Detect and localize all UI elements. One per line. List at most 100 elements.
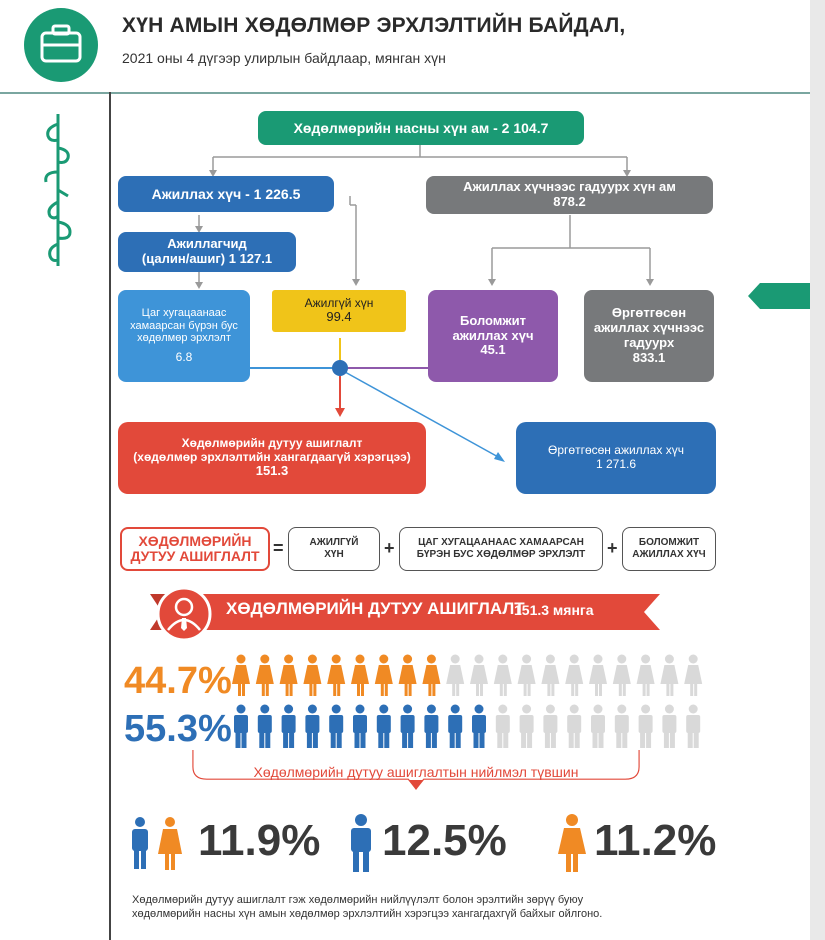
male-pictogram-empty — [567, 704, 582, 748]
female-pictogram-filled — [398, 654, 417, 696]
male-pictogram-filled — [257, 704, 272, 748]
female-pictogram-filled — [351, 654, 369, 696]
female-share-pct: 44.7% — [124, 660, 232, 702]
formula-t3-line1: БОЛОМЖИТ — [638, 537, 700, 548]
footnote-line1: Хөдөлмөрийн дутуу ашиглалт гэж хөдөлмөри… — [132, 894, 584, 906]
tru-line2: хамаарсан бүрэн бус — [130, 319, 238, 332]
page-title: ХҮН АМЫН ХӨДӨЛМӨР ЭРХЛЭЛТИЙН БАЙДАЛ, — [122, 14, 626, 37]
female-pictogram-empty — [660, 654, 679, 696]
male-pictogram-empty — [638, 704, 653, 748]
footnote-line2: хөдөлмөрийн насны хүн амын хөдөлмөр эрхл… — [132, 908, 603, 921]
tru-line3: хөдөлмөр эрхлэлт — [137, 332, 231, 345]
outside-ext-line1: Өргөтгөсөн — [611, 305, 687, 321]
formula-t1-line2: ХҮН — [324, 549, 344, 560]
female-pictogram-filled — [255, 654, 274, 696]
unemployed-label: Ажилгүй хүн — [304, 295, 374, 310]
outside-labor-force-box: Ажиллах хүчнээс гадуурх хүн ам 878.2 — [426, 176, 713, 214]
female-pictogram-empty — [541, 654, 560, 696]
male-pictogram-empty — [495, 704, 510, 748]
formula-t1-line1: АЖИЛГҮЙ — [309, 537, 359, 548]
outside-extended-labor-force-box: Өргөтгөсөн ажиллах хүчнээс гадуурх 833.1 — [584, 290, 714, 382]
mongolian-script-title — [44, 114, 72, 266]
underutil-line1: Хөдөлмөрийн дутуу ашиглалт — [181, 435, 363, 450]
outside-ext-line2: ажиллах хүчнээс — [593, 320, 705, 336]
unemployed-box: Ажилгүй хүн 99.4 — [272, 290, 406, 332]
female-pictogram-filled — [279, 654, 298, 696]
unemployed-value: 99.4 — [326, 309, 352, 325]
banner-value: 151.3 мянга — [514, 602, 594, 618]
female-pictogram-empty — [493, 654, 512, 696]
potential-line2: ажиллах хүч — [452, 327, 534, 343]
extended-labor-force-box: Өргөтгөсөн ажиллах хүч 1 271.6 — [516, 422, 716, 494]
male-pictogram-filled — [424, 704, 439, 748]
male-pictogram-empty — [662, 704, 677, 748]
formula-t2-line1: ЦАГ ХУГАЦААНААС ХАМААРСАН — [418, 537, 584, 548]
male-pictogram-filled — [376, 704, 391, 748]
male-pictogram-filled — [329, 704, 344, 748]
page-subtitle: 2021 оны 4 дүгээр улирлын байдлаар, мянг… — [122, 50, 446, 66]
female-pictogram-empty — [612, 654, 631, 696]
female-pictogram-empty — [565, 654, 584, 696]
male-pictogram-empty — [543, 704, 558, 748]
banner-title: ХӨДӨЛМӨРИЙН ДУТУУ АШИГЛАЛТ — [226, 599, 525, 618]
formula-lhs: ХӨДӨЛМӨРИЙН ДУТУУ АШИГЛАЛТ — [120, 527, 270, 571]
male-pictogram-filled — [400, 704, 415, 748]
male-pictogram-empty — [614, 704, 629, 748]
female-pictogram-filled — [303, 654, 322, 696]
female-pictogram-filled — [422, 654, 441, 696]
extended-line1: Өргөтгөсөн ажиллах хүч — [548, 443, 684, 458]
underutil-line2: (хөдөлмөр эрхлэлтийн хангагдаагүй хэрэгц… — [133, 449, 411, 464]
time-related-underemployment-box: Цаг хугацаанаас хамаарсан бүрэн бус хөдө… — [118, 290, 250, 382]
equals-sign: = — [273, 538, 284, 558]
employed-line1: Ажиллагчид — [167, 236, 247, 252]
working-age-label: Хөдөлмөрийн насны хүн ам - 2 104.7 — [293, 119, 549, 136]
potential-value: 45.1 — [480, 342, 506, 358]
rate-label: Хөдөлмөрийн дутуу ашиглалтын нийлмэл түв… — [253, 764, 579, 780]
formula-t2-line2: БҮРЭН БУС ХӨДӨЛМӨР ЭРХЛЭЛТ — [416, 549, 586, 560]
female-pictogram-filled — [327, 654, 346, 696]
male-pictogram-empty — [519, 704, 534, 748]
male-pictogram-filled — [353, 704, 367, 748]
plus-sign-2: + — [607, 538, 618, 558]
formula-lhs-line1: ХӨДӨЛМӨРИЙН — [138, 533, 252, 550]
formula-lhs-line2: ДУТУУ АШИГЛАЛТ — [130, 548, 260, 564]
labor-force-label: Ажиллах хүч - 1 226.5 — [151, 185, 301, 202]
formula-term-potential: БОЛОМЖИТ АЖИЛЛАХ ХҮЧ — [622, 527, 716, 571]
potential-labor-force-box: Боломжит ажиллах хүч 45.1 — [428, 290, 558, 382]
footnote: Хөдөлмөрийн дутуу ашиглалт гэж хөдөлмөри… — [132, 893, 602, 922]
stat-female: 11.2% — [594, 816, 717, 865]
female-pictogram-empty — [684, 654, 703, 696]
outside-ext-line3: гадуурх — [623, 335, 675, 350]
person-icon — [156, 586, 212, 642]
stat-total: 11.9% — [198, 816, 321, 865]
formula-term-time-related: ЦАГ ХУГАЦААНААС ХАМААРСАН БҮРЭН БУС ХӨДӨ… — [399, 527, 603, 571]
female-pictogram-empty — [446, 654, 465, 696]
extended-value: 1 271.6 — [595, 457, 637, 471]
male-pictogram-filled — [234, 704, 248, 748]
side-tab-marker — [748, 283, 810, 309]
female-pictogram-empty — [470, 654, 488, 696]
outside-line1: Ажиллах хүчнээс гадуурх хүн ам — [463, 179, 676, 195]
male-pictogram-filled — [472, 704, 486, 748]
female-pictogram-filled — [374, 654, 393, 696]
outside-ext-value: 833.1 — [632, 349, 666, 365]
potential-line1: Боломжит — [459, 312, 526, 328]
female-pictogram-empty — [636, 654, 655, 696]
male-female-pair-icon — [132, 817, 182, 870]
plus-sign-1: + — [384, 538, 395, 558]
female-pictogram-empty — [517, 654, 536, 696]
male-pictogram-filled — [448, 704, 463, 748]
formula-t3-line2: АЖИЛЛАХ ХҮЧ — [632, 549, 706, 560]
stat-male: 12.5% — [382, 816, 507, 865]
employed-line2: (цалин/ашиг) 1 127.1 — [141, 251, 273, 266]
gender-pictogram-rows — [232, 654, 703, 748]
header-divider — [0, 92, 810, 94]
left-margin-line — [109, 92, 111, 940]
right-scrollbar-area — [810, 0, 825, 940]
working-age-box: Хөдөлмөрийн насны хүн ам - 2 104.7 — [258, 111, 584, 145]
employed-box: Ажиллагчид (цалин/ашиг) 1 127.1 — [118, 232, 296, 272]
underutil-value: 151.3 — [255, 463, 289, 479]
female-icon — [558, 814, 586, 872]
rate-label-bracket — [192, 750, 640, 790]
female-pictogram-filled — [232, 654, 250, 696]
